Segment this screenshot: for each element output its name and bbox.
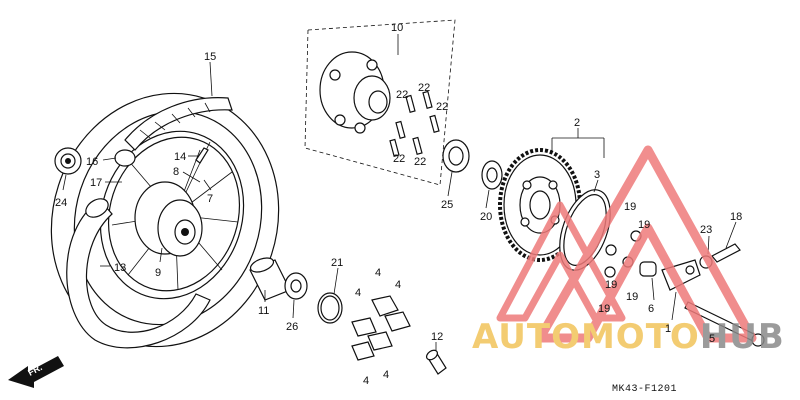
callout-3: 3: [594, 169, 600, 181]
callout-9: 9: [155, 267, 161, 279]
bearing-right: [284, 272, 308, 300]
callout-4-b: 4: [395, 279, 401, 291]
callout-13: 13: [114, 262, 126, 274]
callout-19-c: 19: [605, 279, 617, 291]
callout-8: 8: [173, 166, 179, 178]
watermark-triangle-logo: [535, 145, 757, 343]
callout-26: 26: [286, 321, 298, 333]
callout-12: 12: [431, 331, 443, 343]
callout-20: 20: [480, 211, 492, 223]
callout-4-e: 4: [363, 375, 369, 387]
callout-5: 5: [709, 333, 715, 345]
callout-23: 23: [700, 224, 712, 236]
callout-22-d: 22: [393, 153, 405, 165]
callout-19-b: 19: [638, 219, 650, 231]
callout-7: 7: [207, 193, 213, 205]
rear-wheel: [50, 92, 280, 348]
callout-25: 25: [441, 199, 453, 211]
studs: [389, 90, 440, 157]
callout-24: 24: [55, 197, 67, 209]
rim-band: [114, 149, 136, 167]
bearing-left: [54, 147, 82, 175]
callout-22-a: 22: [396, 89, 408, 101]
callout-10: 10: [391, 22, 403, 34]
inner-tube: [66, 199, 211, 349]
callout-22-e: 22: [414, 156, 426, 168]
callout-22-b: 22: [418, 82, 430, 94]
callout-18: 18: [730, 211, 742, 223]
tire-tread: [124, 97, 233, 151]
callout-14: 14: [174, 151, 186, 163]
oil-seal: [481, 160, 503, 190]
callout-4-d: 4: [383, 369, 389, 381]
watermark-text: AUTOMOTOHUB: [472, 317, 785, 357]
callout-15: 15: [204, 51, 216, 63]
callout-19-e: 19: [598, 303, 610, 315]
flange-group-outline: [304, 19, 456, 186]
leader-lines: [62, 34, 737, 350]
callout-22-c: 22: [436, 101, 448, 113]
driven-flange: [319, 51, 391, 134]
callout-17: 17: [90, 177, 102, 189]
callout-21: 21: [331, 257, 343, 269]
callout-4-a: 4: [375, 267, 381, 279]
front-direction-arrow: FR.: [8, 356, 64, 388]
callout-2: 2: [574, 117, 580, 129]
figure-code: MK43-F1201: [612, 384, 677, 395]
callout-19-d: 19: [626, 291, 638, 303]
callout-11: 11: [258, 305, 269, 317]
callouts: 15 16 17 24 14 8 7 9 13 10 22 22 22 22 2…: [55, 22, 742, 387]
watermark-small-triangle: [496, 201, 626, 322]
dampers: [351, 295, 411, 361]
bearing-flange: [442, 139, 470, 173]
callout-6: 6: [648, 303, 654, 315]
bolt: [711, 243, 741, 263]
watermark: AUTOMOTOHUB: [472, 145, 785, 357]
callout-1: 1: [665, 323, 671, 335]
callout-16: 16: [86, 156, 98, 168]
collar: [639, 261, 657, 277]
callout-19-a: 19: [624, 201, 636, 213]
o-ring: [317, 292, 343, 324]
callout-4-c: 4: [355, 287, 361, 299]
